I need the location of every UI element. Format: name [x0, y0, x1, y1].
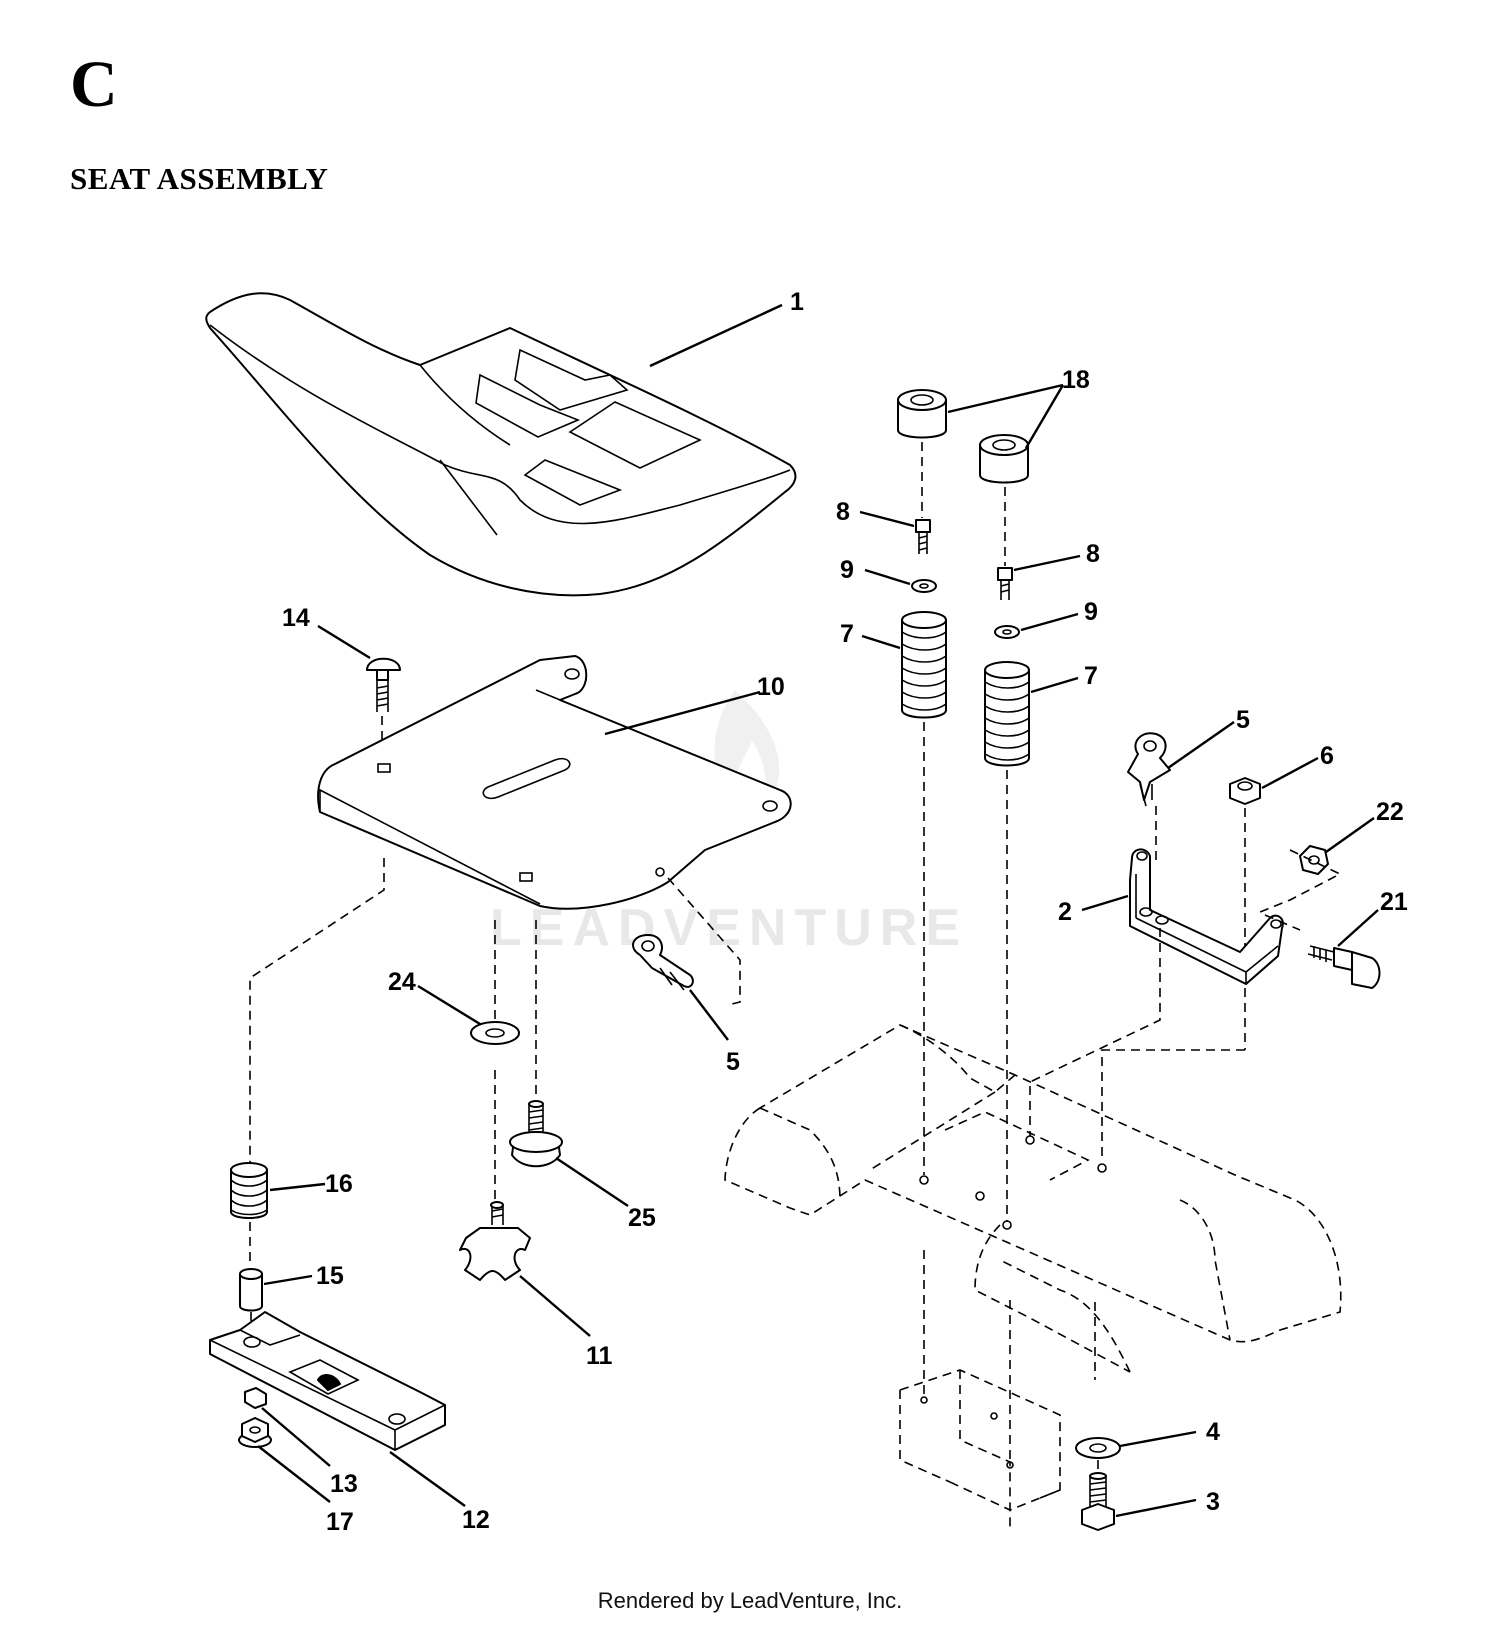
callout-10: 10 [757, 673, 785, 701]
compression-spring-right [984, 661, 1030, 767]
callout-8-right: 8 [1086, 540, 1100, 568]
callout-8-left: 8 [836, 498, 850, 526]
callout-21: 21 [1380, 888, 1408, 916]
callout-25: 25 [628, 1204, 656, 1232]
tractor-frame-reference [724, 1024, 1342, 1530]
callout-9-right: 9 [1084, 598, 1098, 626]
callout-2: 2 [1058, 898, 1072, 926]
seat-spring [230, 1162, 268, 1219]
section-letter: C [70, 48, 118, 121]
compression-spring-left [901, 611, 947, 719]
spring-bolt-left [915, 519, 931, 554]
callout-18: 18 [1062, 366, 1090, 394]
lock-washer-right [994, 625, 1020, 639]
callout-6: 6 [1320, 742, 1334, 770]
seat [205, 292, 797, 597]
lock-nut-6 [1229, 777, 1261, 805]
nut-13 [244, 1387, 267, 1409]
page-title: SEAT ASSEMBLY [70, 161, 329, 196]
seat-pads [475, 348, 702, 506]
adjustment-knob [459, 1201, 531, 1281]
callout-15: 15 [316, 1262, 344, 1290]
callout-16: 16 [325, 1170, 353, 1198]
callout-4: 4 [1206, 1418, 1220, 1446]
spacer-right [979, 434, 1029, 484]
carriage-bolt [366, 657, 401, 712]
lock-washer-left [911, 579, 937, 593]
nut-22 [1299, 845, 1329, 875]
callout-7-right: 7 [1084, 662, 1098, 690]
callout-24: 24 [388, 968, 416, 996]
callout-12: 12 [462, 1506, 490, 1534]
footer-credit: Rendered by LeadVenture, Inc. [597, 1588, 903, 1613]
spacer-left [897, 389, 947, 439]
flat-washer-24 [470, 1021, 520, 1045]
wire-clip-lower [632, 934, 694, 991]
shoulder-bolt-21 [1307, 945, 1381, 989]
callout-22: 22 [1376, 798, 1404, 826]
callout-9-left: 9 [840, 556, 854, 584]
callout-1: 1 [790, 288, 804, 316]
callout-5-lower: 5 [726, 1048, 740, 1076]
callout-7-left: 7 [840, 620, 854, 648]
callout-13: 13 [330, 1470, 358, 1498]
callout-14: 14 [282, 604, 310, 632]
flat-washer-4 [1075, 1437, 1121, 1459]
hex-bolt-3 [1081, 1472, 1115, 1531]
callout-3: 3 [1206, 1488, 1220, 1516]
callout-5-upper: 5 [1236, 706, 1250, 734]
shoulder-bolt [509, 1100, 563, 1168]
seat-pan [317, 655, 792, 910]
callout-11: 11 [586, 1342, 613, 1370]
wire-clip-upper [1127, 732, 1171, 807]
flange-nut-17 [238, 1417, 272, 1448]
seat-slide-bracket [209, 1311, 446, 1451]
bushing [239, 1268, 263, 1312]
spring-bracket [1129, 848, 1284, 985]
spring-bolt-right [997, 567, 1013, 600]
callout-17: 17 [326, 1508, 354, 1536]
